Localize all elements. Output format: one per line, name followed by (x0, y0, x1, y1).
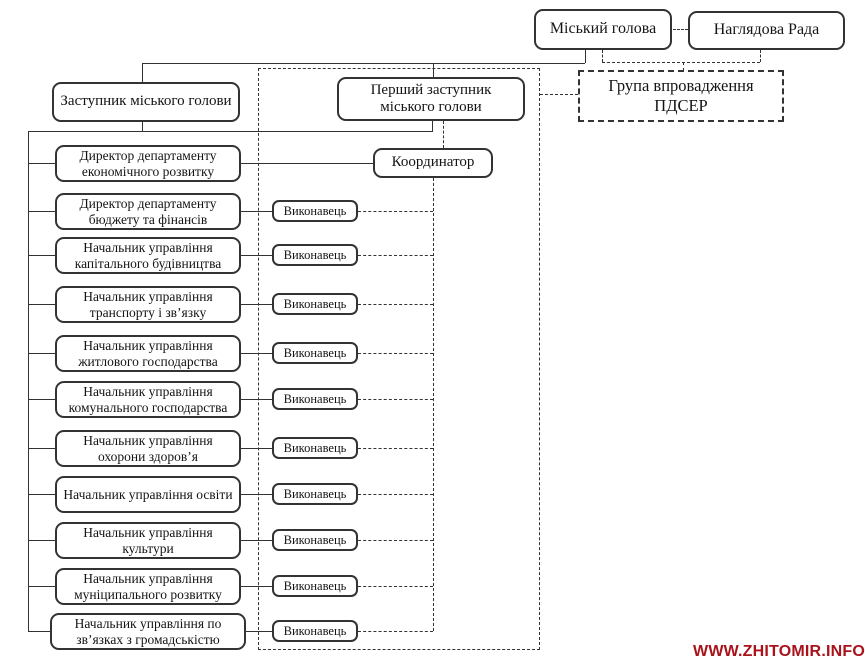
node-unit: Начальник управління освіти (55, 476, 241, 513)
connector-supervisory-group-down (760, 50, 761, 62)
node-unit: Директор департаменту бюджету та фінансі… (55, 193, 241, 230)
node-executor: Виконавець (272, 388, 358, 410)
connector-boundary-to-group (540, 94, 578, 95)
node-supervisory-board: Наглядова Рада (688, 11, 845, 50)
row-stub-executor (241, 540, 272, 541)
node-unit: Начальник управління житлового господарс… (55, 335, 241, 372)
row-stub-left (28, 586, 55, 587)
node-executor: Виконавець (272, 620, 358, 642)
connector-mid-horizontal (28, 131, 433, 132)
row-stub-left (28, 631, 50, 632)
node-unit: Начальник управління охорони здоров’я (55, 430, 241, 467)
node-executor: Виконавець (272, 437, 358, 459)
row-stub-left (28, 255, 55, 256)
row-stub-left (28, 304, 55, 305)
connector-mayor-down (585, 50, 586, 63)
node-unit: Начальник управління транспорту і зв’язк… (55, 286, 241, 323)
row-stub-left (28, 399, 55, 400)
row-stub-left (28, 211, 55, 212)
connector-to-first-deputy (433, 63, 434, 78)
connector-into-group (683, 62, 684, 71)
row-stub-executor (241, 255, 272, 256)
node-unit: Начальник управління культури (55, 522, 241, 559)
row-stub-executor (241, 304, 272, 305)
executor-dashed-link (358, 304, 433, 305)
executor-dashed-link (358, 399, 433, 400)
node-mayor: Міський голова (534, 9, 672, 50)
node-executor: Виконавець (272, 293, 358, 315)
node-unit: Начальник управління комунального господ… (55, 381, 241, 418)
node-executor: Виконавець (272, 342, 358, 364)
node-unit: Директор департаменту економічного розви… (55, 145, 241, 182)
row-stub-executor (241, 211, 272, 212)
watermark-zhitomir-info: WWW.ZHITOMIR.INFO (693, 643, 865, 660)
node-executor: Виконавець (272, 244, 358, 266)
connector-left-spine (28, 131, 29, 631)
row-stub-executor (241, 586, 272, 587)
connector-coordinator-spine (433, 178, 434, 631)
row-stub-left (28, 163, 55, 164)
row-stub-executor (246, 631, 272, 632)
node-unit: Начальник управління капітального будівн… (55, 237, 241, 274)
executor-dashed-link (358, 353, 433, 354)
connector-deputy-bottom (142, 121, 143, 131)
connector-mayor-supervisory (673, 29, 688, 30)
node-executor: Виконавець (272, 529, 358, 551)
row-stub-executor (241, 448, 272, 449)
node-unit: Начальник управління муніципального розв… (55, 568, 241, 605)
node-first-deputy-mayor: Перший заступник міського голови (337, 77, 525, 121)
row-stub-left (28, 448, 55, 449)
executor-dashed-link (358, 494, 433, 495)
node-executor: Виконавець (272, 483, 358, 505)
row-stub-executor (241, 494, 272, 495)
executor-dashed-link (358, 255, 433, 256)
node-implementation-group: Група впровадження ПДСЕР (578, 70, 784, 122)
connector-first-deputy-bottom (432, 120, 433, 131)
node-coordinator: Координатор (373, 148, 493, 178)
row-stub-executor (241, 399, 272, 400)
executor-dashed-link (358, 540, 433, 541)
executor-dashed-link (358, 631, 433, 632)
row-stub-executor (241, 353, 272, 354)
node-executor: Виконавець (272, 200, 358, 222)
connector-to-deputy (142, 63, 143, 83)
connector-first-deputy-to-coordinator (443, 121, 444, 148)
connector-unit-to-coordinator (241, 163, 373, 164)
executor-dashed-link (358, 448, 433, 449)
row-stub-left (28, 540, 55, 541)
executor-dashed-link (358, 211, 433, 212)
connector-group-horizontal (602, 62, 760, 63)
row-stub-left (28, 353, 55, 354)
executors-dashed-boundary (258, 68, 540, 650)
row-stub-left (28, 494, 55, 495)
node-deputy-mayor: Заступник міського голови (52, 82, 240, 122)
node-unit: Начальник управління по зв’язках з грома… (50, 613, 246, 650)
node-executor: Виконавець (272, 575, 358, 597)
executor-dashed-link (358, 586, 433, 587)
connector-top-horizontal (142, 63, 585, 64)
connector-mayor-group-down (602, 50, 603, 62)
